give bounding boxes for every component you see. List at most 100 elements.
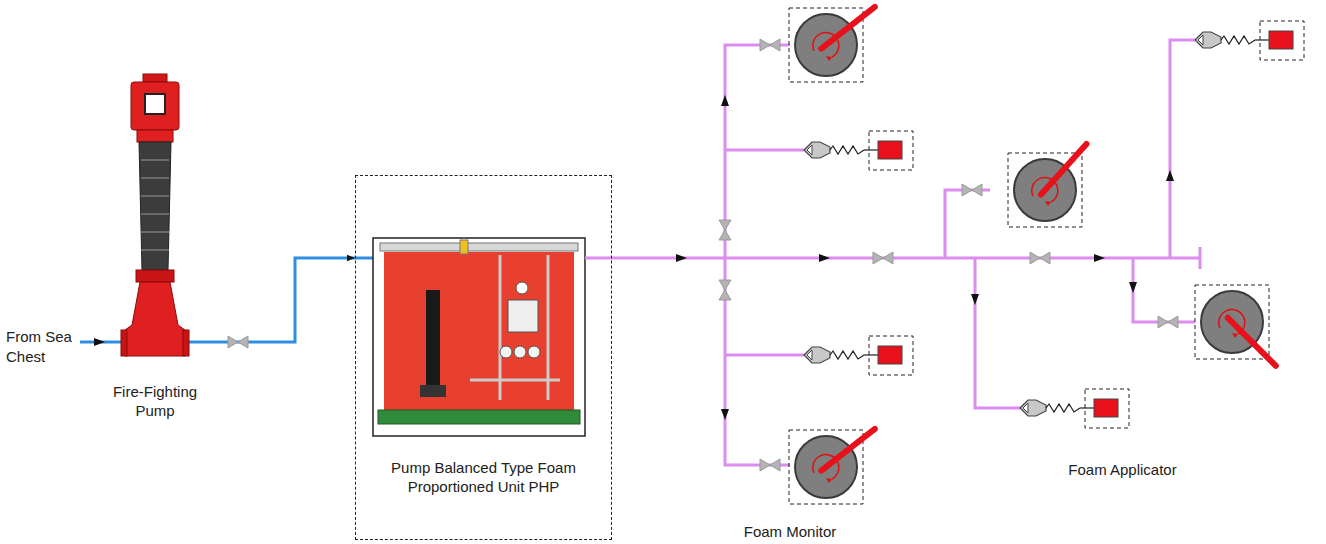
applicator-nozzle	[807, 350, 812, 360]
unit-pipe	[499, 255, 502, 400]
unit-top-pipe	[380, 243, 578, 251]
pipe-line	[945, 190, 990, 258]
unit-valve	[460, 240, 468, 254]
pump-shaft-housing	[139, 142, 171, 270]
valve-symbol	[770, 39, 780, 51]
valve-symbol	[719, 280, 731, 290]
valve-symbol	[1040, 252, 1050, 264]
hose-spring	[1046, 404, 1080, 412]
valve-symbol	[719, 230, 731, 240]
monitor-nozzle	[821, 7, 875, 49]
unit-base	[378, 410, 580, 424]
valve-symbol	[719, 290, 731, 300]
inlet-flange	[121, 330, 127, 356]
hose-reel	[878, 346, 902, 364]
applicator-nozzle	[804, 142, 830, 158]
foam-pump-base	[420, 385, 446, 397]
gauge	[514, 346, 526, 358]
housing-rib	[141, 231, 169, 233]
pipe-line	[185, 341, 222, 344]
pipe-line	[725, 149, 804, 152]
motor-plate	[145, 94, 165, 114]
applicator-nozzle	[1023, 403, 1028, 413]
flow-arrow	[971, 294, 979, 305]
flow-arrow	[1166, 170, 1174, 181]
pipe-line	[1170, 40, 1195, 258]
valve-symbol	[238, 336, 248, 348]
unit-frame	[373, 238, 585, 436]
applicator-nozzle	[1198, 35, 1203, 45]
applicator-nozzle	[1195, 32, 1221, 48]
housing-rib	[141, 195, 169, 197]
rotation-arrow	[826, 56, 832, 61]
valve-symbol	[883, 252, 893, 264]
monitor-nozzle	[1228, 318, 1276, 366]
pipe-line	[975, 258, 1020, 408]
pump-node: Fire-Fighting Pump	[88, 70, 222, 428]
pipe-cap	[1199, 247, 1202, 269]
pipe-line	[725, 258, 790, 465]
hose-spring	[1221, 36, 1255, 44]
rotation-arrow	[826, 478, 832, 483]
gauge	[528, 346, 540, 358]
hose-spring	[830, 351, 864, 359]
unit-pipe	[547, 255, 550, 400]
housing-rib	[141, 177, 169, 179]
valve-symbol	[770, 459, 780, 471]
hose-line	[1255, 39, 1269, 40]
housing-rib	[141, 249, 169, 251]
control-panel	[508, 300, 538, 332]
foam-pump	[426, 290, 440, 388]
valve-symbol	[1030, 252, 1040, 264]
node-label: Pump Balanced Type Foam Proportioned Uni…	[375, 458, 592, 496]
unit-pipe	[470, 379, 560, 382]
flow-arrow	[1094, 254, 1105, 262]
pump-motor	[131, 82, 179, 130]
hose-line	[864, 354, 878, 355]
hose-reel	[878, 141, 902, 159]
hose-spring	[830, 146, 864, 154]
pump-cap	[143, 74, 167, 82]
unit-panel	[384, 252, 574, 412]
valve-symbol	[760, 39, 770, 51]
valve-symbol	[962, 184, 972, 196]
hose-reel	[1094, 399, 1118, 417]
hose-reel	[1269, 31, 1293, 49]
text-label: From Sea Chest	[6, 327, 80, 367]
flow-arrow	[721, 95, 729, 106]
applicator-nozzle	[1020, 400, 1046, 416]
housing-rib	[141, 159, 169, 161]
label-text: From Sea Chest	[6, 328, 72, 365]
node-label: Fire-Fighting Pump	[97, 382, 213, 420]
monitor-nozzle	[1041, 144, 1087, 195]
housing-rib	[141, 213, 169, 215]
flow-arrow	[819, 254, 830, 262]
flow-arrow	[676, 254, 687, 262]
gauge	[500, 346, 512, 358]
rotation-arrow	[1045, 201, 1051, 206]
valve-symbol	[760, 459, 770, 471]
valve-symbol	[972, 184, 982, 196]
pipe-connector	[222, 258, 355, 342]
pump-volute	[125, 282, 185, 356]
pump-flange	[136, 270, 174, 282]
pipe-line	[355, 257, 373, 260]
pipe-line	[725, 354, 804, 357]
monitor-nozzle	[821, 429, 875, 471]
label-text: Foam Applicator	[1068, 461, 1176, 478]
valve-symbol	[873, 252, 883, 264]
text-label: Foam Monitor	[735, 522, 845, 542]
valve-symbol	[228, 336, 238, 348]
pipe-line	[1133, 258, 1195, 322]
valve-symbol	[719, 220, 731, 230]
flow-arrow	[94, 338, 105, 346]
flow-arrow	[1129, 282, 1137, 293]
valve-symbol	[1168, 316, 1178, 328]
rotation-arrow	[1232, 333, 1238, 338]
flow-arrow	[721, 409, 729, 420]
hose-line	[1080, 407, 1094, 408]
outlet-flange	[183, 330, 189, 356]
valve-symbol	[1158, 316, 1168, 328]
hose-line	[864, 149, 878, 150]
applicator-nozzle	[804, 347, 830, 363]
